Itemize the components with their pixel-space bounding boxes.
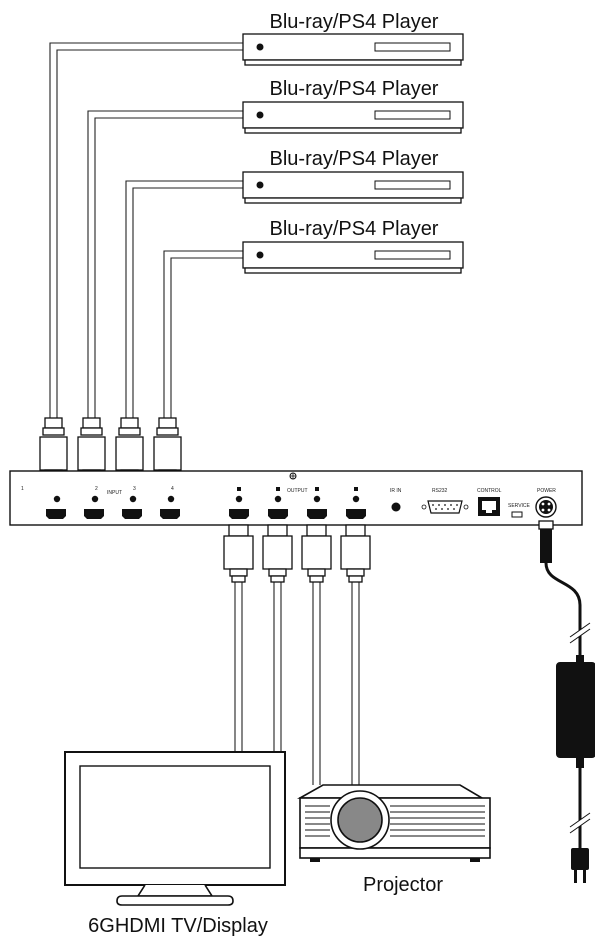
- input-number: 4: [171, 486, 174, 492]
- player-power-led: [256, 181, 264, 189]
- player-power-led: [256, 111, 264, 119]
- player-disc-slot: [374, 180, 451, 190]
- control-rj45-port: CONTROL: [477, 488, 502, 516]
- power-supply: [538, 520, 595, 883]
- input-label: INPUT: [107, 490, 122, 496]
- hdmi-plug-out-4: [340, 524, 371, 583]
- input-cable-4: [163, 250, 243, 418]
- rs232-label: RS232: [432, 488, 448, 494]
- hdmi-plug-in-3: [115, 417, 144, 477]
- input-plugs: [39, 417, 182, 477]
- hdmi-plug-out-1: [223, 524, 254, 583]
- input-cable-3: [125, 180, 243, 418]
- hdmi-input-ports: [46, 509, 180, 519]
- hdmi-plug-in-1: [39, 417, 68, 477]
- dc-plug: [540, 529, 552, 563]
- rs232-port: RS232: [421, 488, 469, 514]
- output-label: OUTPUT: [287, 488, 308, 494]
- player-label: Blu-ray/PS4 Player: [270, 148, 439, 170]
- tv-stand-neck: [136, 884, 214, 897]
- player-disc-slot: [374, 42, 451, 52]
- player-power-led: [256, 251, 264, 259]
- service-usb-port: SERVICE: [508, 503, 531, 518]
- player-base: [244, 267, 462, 274]
- player-base: [244, 59, 462, 66]
- player-base: [244, 197, 462, 204]
- tv-label: 6GHDMI TV/Display: [88, 915, 268, 937]
- output-cables: [234, 582, 360, 785]
- hdmi-plug-in-2: [77, 417, 106, 477]
- input-cable-1: [49, 42, 243, 418]
- projector-lens: [337, 797, 383, 843]
- power-label: POWER: [537, 488, 556, 494]
- input-section: 1 2 3 4 INPUT: [21, 486, 180, 519]
- output-section: OUTPUT: [229, 487, 366, 519]
- dc-plug-tip: [538, 520, 554, 530]
- projector-vents: [305, 805, 485, 837]
- projector-base: [299, 847, 491, 859]
- input-cables: [49, 42, 243, 418]
- input-number: 1: [21, 486, 24, 492]
- projector-top: [296, 784, 485, 799]
- player-2: Blu-ray/PS4 Player: [242, 78, 464, 134]
- player-3: Blu-ray/PS4 Player: [242, 148, 464, 204]
- hdmi-plug-out-2: [262, 524, 293, 583]
- player-disc-slot: [374, 250, 451, 260]
- tv-screen: [79, 765, 271, 869]
- hdmi-output-ports: [229, 509, 366, 519]
- tv-stand-base: [116, 895, 234, 906]
- control-label: CONTROL: [477, 488, 502, 494]
- player-4: Blu-ray/PS4 Player: [242, 218, 464, 274]
- hdmi-plug-out-3: [301, 524, 332, 583]
- player-label: Blu-ray/PS4 Player: [270, 218, 439, 240]
- ac-plug-prong: [583, 870, 586, 883]
- service-label: SERVICE: [508, 503, 531, 509]
- power-adapter-brick: [556, 662, 595, 758]
- ac-plug-prong: [574, 870, 577, 883]
- ir-in-port: IR IN: [390, 488, 402, 512]
- ac-plug: [571, 848, 589, 870]
- input-number: 3: [133, 486, 136, 492]
- input-cable-2: [87, 110, 243, 418]
- matrix-rear-panel: 1 2 3 4 INPUT OUTPUT: [9, 470, 583, 526]
- player-label: Blu-ray/PS4 Player: [270, 11, 439, 33]
- input-number: 2: [95, 486, 98, 492]
- hdmi-plug-in-4: [153, 417, 182, 477]
- dc-cable: [544, 562, 582, 655]
- power-port: POWER: [535, 488, 557, 518]
- player-power-led: [256, 43, 264, 51]
- tv-display: 6GHDMI TV/Display: [64, 751, 286, 937]
- player-label: Blu-ray/PS4 Player: [270, 78, 439, 100]
- ir-in-label: IR IN: [390, 488, 402, 494]
- player-disc-slot: [374, 110, 451, 120]
- player-base: [244, 127, 462, 134]
- projector-label: Projector: [363, 874, 443, 896]
- output-plugs: [223, 524, 371, 583]
- player-1: Blu-ray/PS4 Player: [242, 11, 464, 66]
- projector: Projector: [296, 784, 491, 896]
